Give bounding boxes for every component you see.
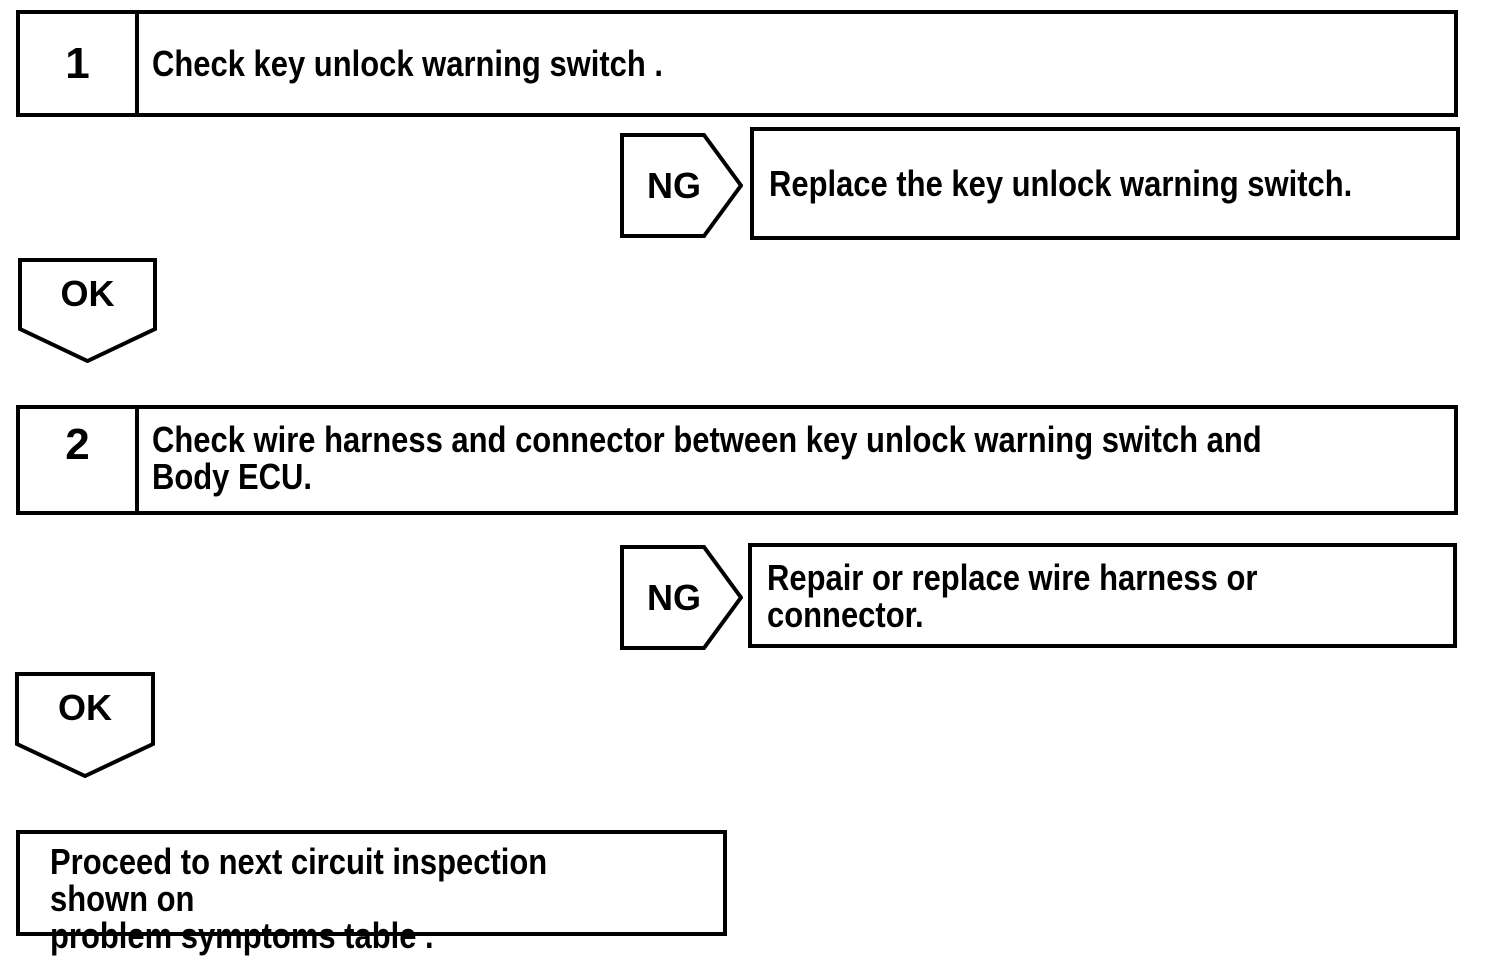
ok-pentagon-shape — [15, 672, 155, 778]
step-2-number: 2 — [65, 420, 90, 469]
step-2-instruction: Check wire harness and connector between… — [152, 419, 1262, 497]
ng-arrow-2-label: NG — [647, 576, 701, 618]
step-1-text-area: Check key unlock warning switch . — [139, 14, 1454, 113]
ok-arrow-1: OK — [18, 258, 157, 363]
final-action-text: Proceed to next circuit inspection shown… — [50, 841, 548, 956]
ng-arrow-1: NG — [620, 133, 743, 238]
ok-arrow-2-label: OK — [58, 687, 112, 728]
final-action-box: Proceed to next circuit inspection shown… — [16, 830, 727, 954]
ng-result-1-box: Replace the key unlock warning switch. — [750, 127, 1460, 240]
step-2-text-area: Check wire harness and connector between… — [139, 409, 1454, 511]
step-1-number-cell: 1 — [20, 14, 139, 113]
ok-arrow-1-label: OK — [60, 273, 115, 314]
ng-result-2-text: Repair or replace wire harness or connec… — [767, 556, 1258, 635]
ok-arrow-2: OK — [15, 672, 155, 778]
ng-result-1-text: Replace the key unlock warning switch. — [769, 163, 1353, 204]
ng-result-2-box: Repair or replace wire harness or connec… — [748, 543, 1457, 648]
step-2-number-cell: 2 — [20, 409, 139, 511]
ok-pentagon-shape — [18, 258, 157, 363]
ng-pentagon-shape — [620, 545, 743, 650]
ng-pentagon-shape — [620, 133, 743, 238]
step-1-number: 1 — [65, 38, 90, 88]
step-2-box: 2 Check wire harness and connector betwe… — [16, 405, 1458, 515]
step-1-box: 1 Check key unlock warning switch . — [16, 10, 1458, 117]
ng-arrow-1-label: NG — [647, 164, 701, 206]
ng-arrow-2: NG — [620, 545, 743, 650]
step-1-instruction: Check key unlock warning switch . — [152, 43, 664, 84]
